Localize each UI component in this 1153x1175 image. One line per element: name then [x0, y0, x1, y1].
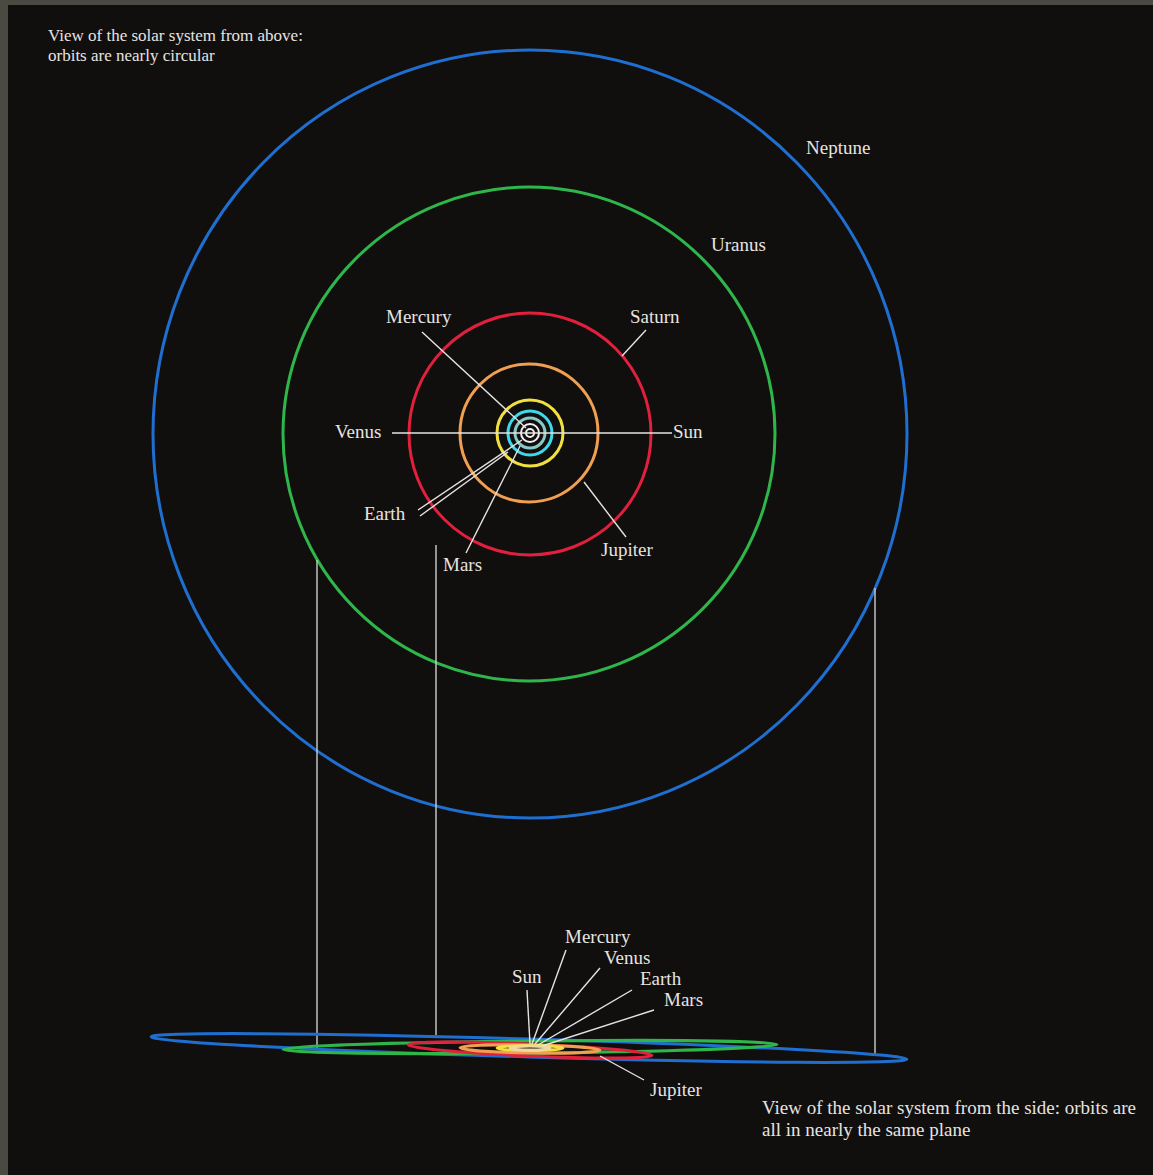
projection-line — [316, 560, 317, 1050]
planet-label: Venus — [335, 422, 381, 443]
planet-label: Jupiter — [650, 1080, 702, 1101]
leader-line — [535, 968, 600, 1044]
leader-line — [538, 990, 632, 1045]
planet-label: Jupiter — [601, 540, 653, 561]
leader-line — [466, 446, 520, 553]
saturn-orbit — [409, 313, 651, 555]
planet-label: Mercury — [565, 927, 630, 948]
planet-label: Mars — [443, 555, 482, 576]
planet-label: Mars — [664, 990, 703, 1011]
jupiter-orbit-side — [460, 1044, 600, 1054]
inner-orbit-side — [510, 1046, 550, 1050]
neptune-orbit — [153, 50, 907, 818]
planet-label: Venus — [604, 948, 650, 969]
background — [8, 5, 1153, 1175]
planet-label: Uranus — [711, 235, 766, 256]
view-note: View of the solar system from the side: … — [762, 1097, 1137, 1141]
projection-line — [435, 545, 436, 1035]
planet-label: Earth — [640, 969, 681, 990]
planet-label: Saturn — [630, 307, 680, 328]
leader-line — [420, 452, 508, 516]
projection-line — [874, 588, 875, 1056]
view-note: View of the solar system from above: orb… — [48, 26, 310, 65]
leader-line — [527, 990, 530, 1044]
leader-line — [418, 440, 522, 510]
leader-line — [542, 1010, 654, 1046]
planet-label: Earth — [364, 504, 405, 525]
axis-line — [392, 432, 672, 433]
leader-line — [422, 332, 526, 428]
leader-line — [532, 950, 566, 1044]
uranus-orbit — [283, 187, 775, 681]
leader-line — [584, 482, 626, 537]
planet-label: Mercury — [386, 307, 451, 328]
planet-label: Sun — [673, 422, 703, 443]
mars-orbit-side — [497, 1046, 563, 1051]
planet-label: Sun — [512, 967, 542, 988]
leader-line — [600, 1056, 644, 1080]
leader-line — [622, 330, 646, 356]
planet-label: Neptune — [806, 138, 870, 159]
